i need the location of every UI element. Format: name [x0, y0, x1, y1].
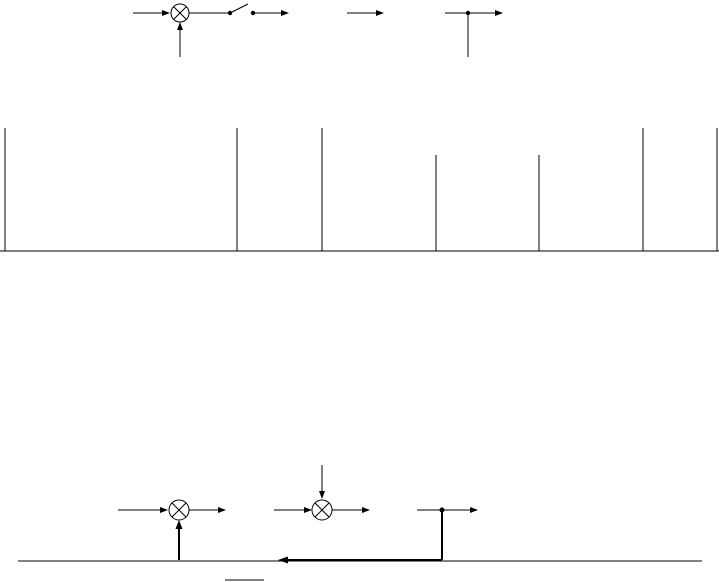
- top-input-arrow: [133, 10, 170, 16]
- top-block-diagram: [133, 3, 503, 57]
- bottom-summing-junction-2: [311, 499, 333, 521]
- top-switch: [189, 3, 289, 16]
- bottom-feedback-input-arrow: [175, 520, 183, 560]
- bottom-input-arrow-2: [274, 507, 312, 513]
- top-branch-point: [445, 10, 503, 57]
- bottom-input-arrow: [118, 507, 168, 513]
- bottom-branch-point: [417, 507, 478, 513]
- middle-table: [0, 128, 719, 252]
- bottom-block-diagram: [18, 465, 702, 581]
- bottom-disturbance-arrow: [319, 465, 325, 499]
- bottom-output-arrow-2: [332, 507, 370, 513]
- top-middle-arrow: [347, 10, 384, 16]
- top-summing-junction: [170, 3, 190, 23]
- bottom-output-arrow-1: [189, 507, 226, 513]
- bottom-feedback-path: [278, 510, 443, 564]
- top-feedback-input-arrow: [177, 22, 183, 57]
- bottom-summing-junction-1: [168, 499, 190, 521]
